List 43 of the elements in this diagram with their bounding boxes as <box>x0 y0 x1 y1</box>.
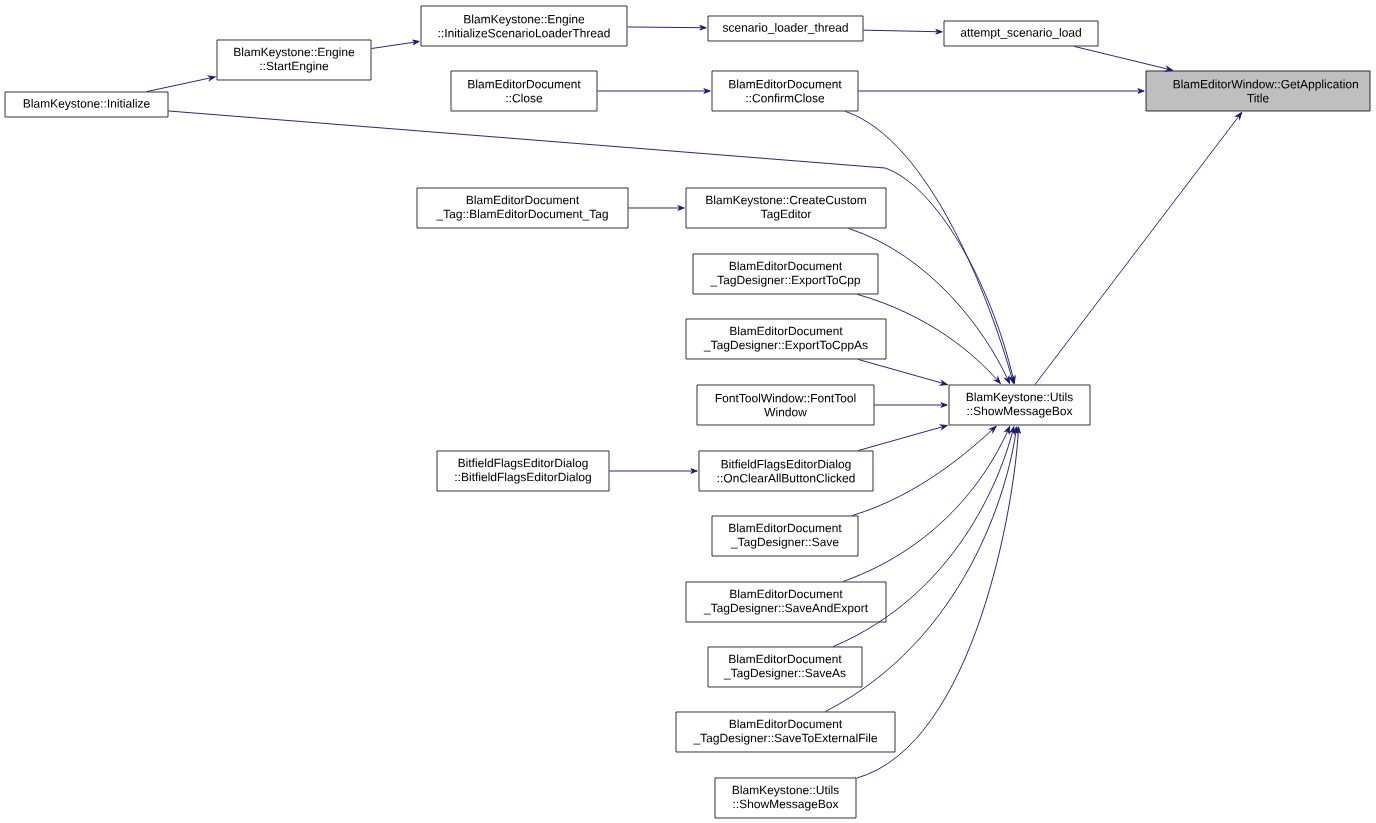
function-box: BitfieldFlagsEditorDialog ::BitfieldFlagsEditorDialog <box>436 450 610 492</box>
function-box: BitfieldFlagsEditorDialog ::OnClearAllButtonClicked <box>698 450 874 492</box>
function-box: BlamKeystone::Utils ::ShowMessageBox <box>714 777 857 819</box>
arrow <box>596 88 711 94</box>
function-box: BlamKeystone::Initialize <box>4 91 169 118</box>
function-box: BlamEditorDocument _TagDesigner::SaveAs <box>707 646 863 688</box>
arrow <box>857 88 1145 94</box>
function-box: BlamKeystone::Engine ::StartEngine <box>216 39 372 81</box>
function-box: BlamKeystone::Engine ::InitializeScenarioLoaderThread <box>420 5 628 47</box>
function-box: BlamEditorDocument _TagDesigner::ExportToCpp <box>692 253 879 295</box>
arrow <box>857 358 948 386</box>
arrow <box>862 28 943 35</box>
arrow <box>832 426 1015 648</box>
arrow <box>370 39 420 49</box>
function-box: BlamEditorDocument _TagDesigner::Save <box>711 515 859 557</box>
function-box: BlamKeystone::Utils ::ShowMessageBox <box>948 384 1091 426</box>
arrow <box>824 426 1019 713</box>
function-box: BlamKeystone::CreateCustom TagEditor <box>685 187 887 229</box>
arrow <box>1034 112 1243 386</box>
arrow <box>856 293 1001 385</box>
function-box: scenario_loader_thread <box>707 15 864 42</box>
arrow <box>626 24 707 31</box>
arrow <box>146 75 216 93</box>
function-box: FontToolWindow::FontTool Window <box>696 384 875 426</box>
arrow <box>842 426 1011 583</box>
arrow <box>844 110 1015 384</box>
arrow <box>167 110 1016 384</box>
function-box: BlamEditorDocument _TagDesigner::SaveAndExport <box>685 581 887 623</box>
function-box: BlamEditorWindow::GetApplication Title <box>1145 70 1371 112</box>
arrow <box>873 402 948 408</box>
arrow <box>608 468 698 474</box>
arrow <box>627 205 685 211</box>
arrow <box>855 426 1021 779</box>
arrow <box>851 425 997 517</box>
function-box: BlamEditorDocument _TagDesigner::ExportToCppAs <box>685 318 887 360</box>
function-box: BlamEditorDocument ::Close <box>450 70 598 112</box>
function-box: attempt_scenario_load <box>943 20 1099 47</box>
arrow <box>857 424 948 452</box>
function-box: BlamEditorDocument ::ConfirmClose <box>711 70 859 112</box>
arrow <box>848 227 1010 384</box>
arrow <box>1073 45 1174 72</box>
function-box: BlamEditorDocument _Tag::BlamEditorDocument_Tag <box>416 187 629 229</box>
function-box: BlamEditorDocument _TagDesigner::SaveToExternalFile <box>675 711 896 753</box>
